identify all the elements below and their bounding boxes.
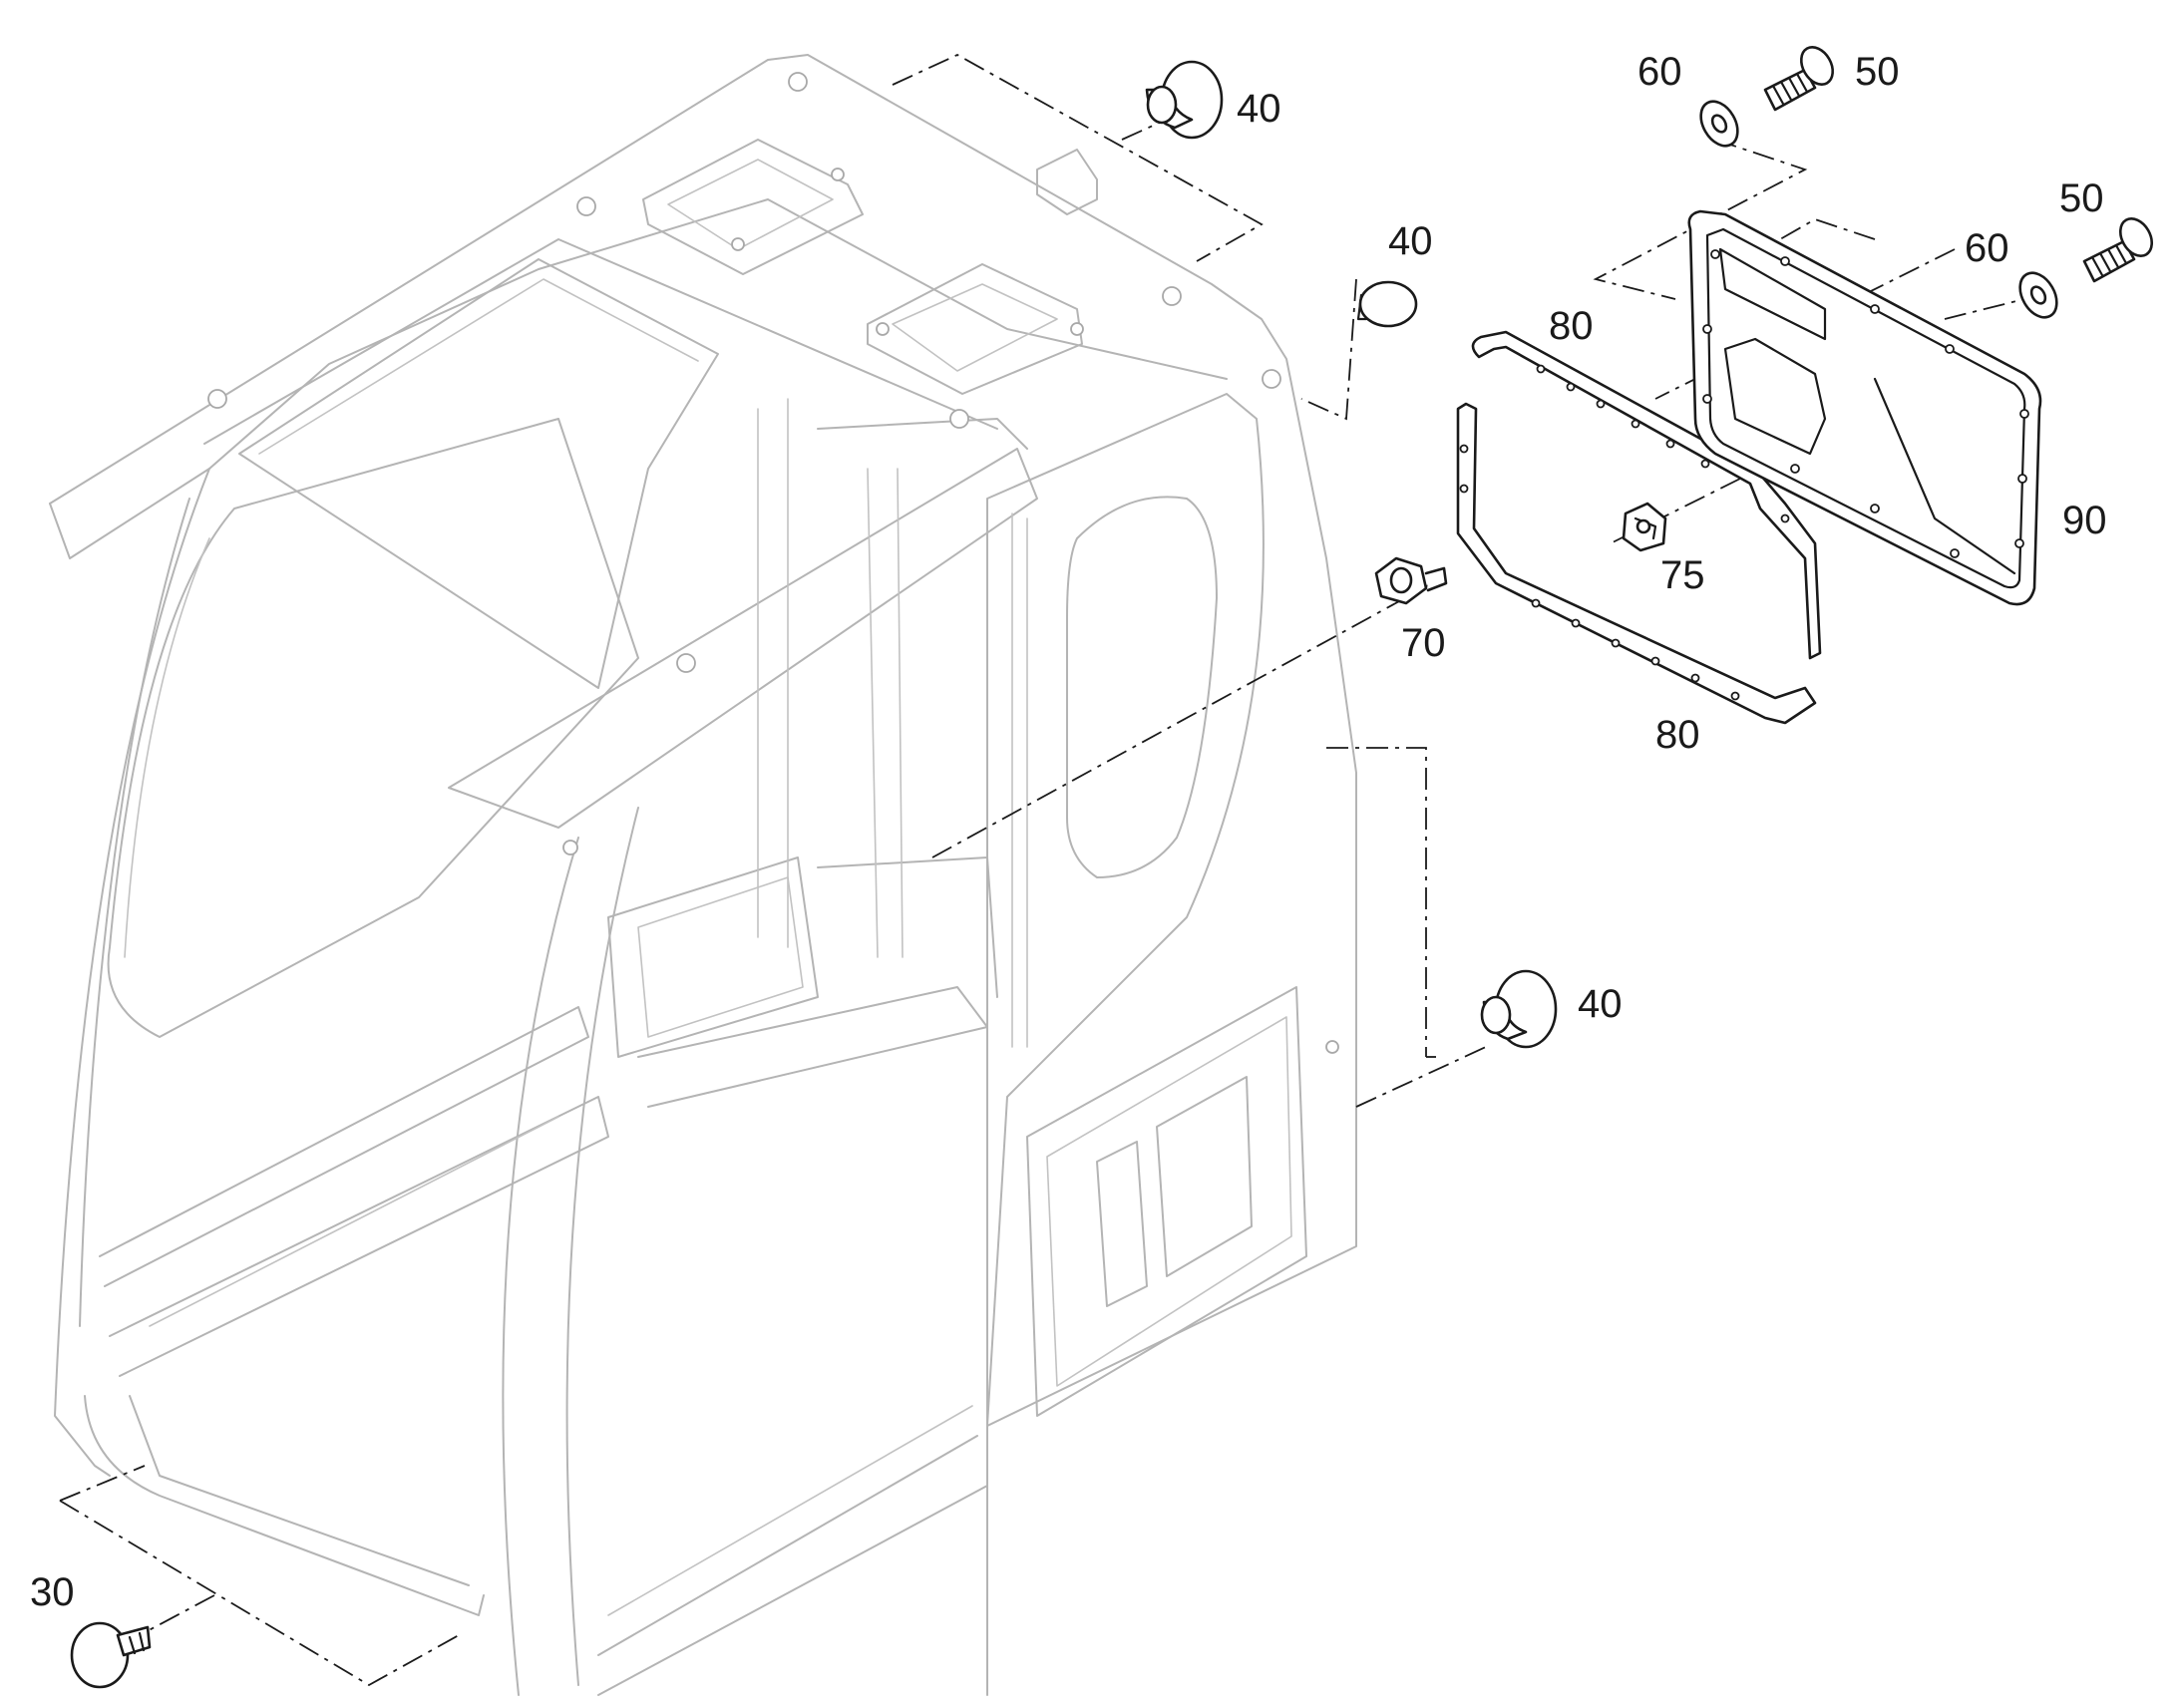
gasket-icon xyxy=(1456,330,1822,725)
callout-labels: 30 40 40 40 50 50 60 60 70 75 80 80 90 xyxy=(30,50,2107,1614)
callout-40-top: 40 xyxy=(1237,87,1281,131)
grommet-icon xyxy=(1145,60,1224,140)
washer-icon xyxy=(2018,271,2058,319)
callout-75: 75 xyxy=(1660,553,1705,597)
grommet-icon xyxy=(1480,969,1558,1049)
callout-90: 90 xyxy=(2062,499,2107,542)
cab-frame xyxy=(49,54,1357,1696)
callout-40-side: 40 xyxy=(1578,982,1623,1026)
callout-60-upper: 60 xyxy=(1637,50,1682,94)
screw-icon xyxy=(1763,46,1835,112)
callout-40-mid: 40 xyxy=(1388,219,1433,263)
callout-50-lower: 50 xyxy=(2059,176,2104,220)
callout-60-lower: 60 xyxy=(1965,226,2009,270)
callout-30: 30 xyxy=(30,1570,75,1614)
washer-icon xyxy=(1699,100,1739,148)
cap-icon xyxy=(1356,280,1418,328)
cover-plate-icon xyxy=(1687,209,2042,606)
plug-icon xyxy=(70,1621,152,1689)
callout-80-upper: 80 xyxy=(1549,304,1594,348)
callout-80-lower: 80 xyxy=(1655,713,1700,757)
callout-50-upper: 50 xyxy=(1855,50,1900,94)
screw-icon xyxy=(2082,217,2154,283)
clip-nut-icon xyxy=(1622,502,1667,552)
hex-nut-icon xyxy=(1374,556,1448,605)
callout-70: 70 xyxy=(1401,621,1446,665)
